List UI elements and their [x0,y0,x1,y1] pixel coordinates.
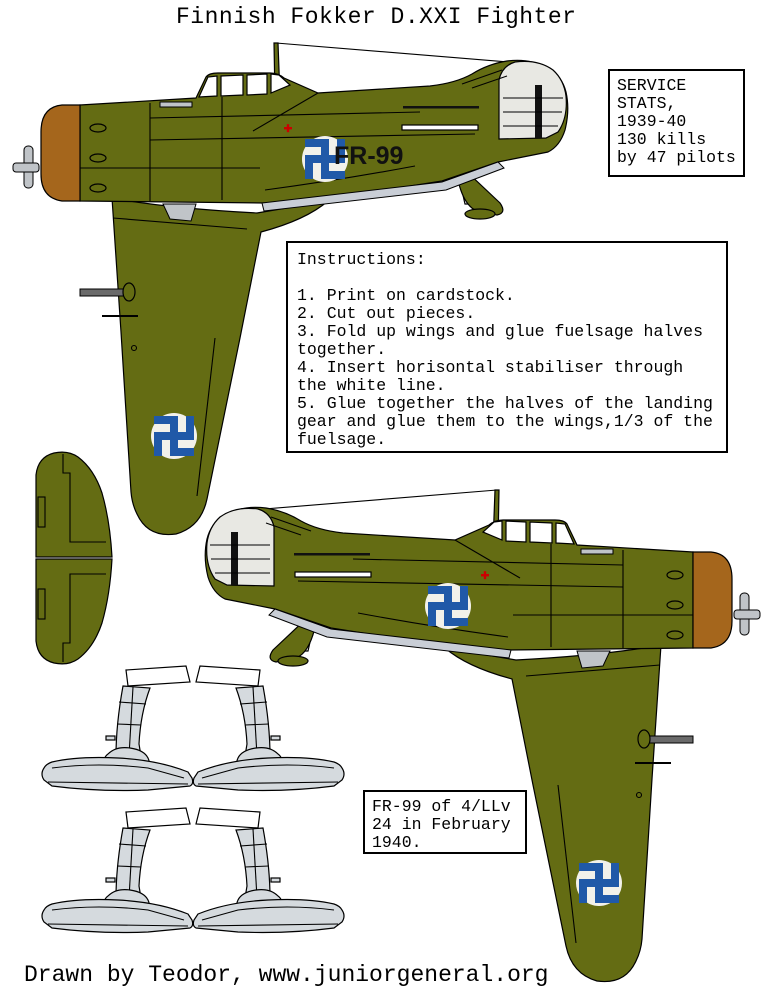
horizontal-stabilizer-piece [35,451,113,665]
plane-side-view-left: FR-99 [12,42,569,536]
instructions-box: Instructions: 1. Print on cardstock. 2. … [286,241,728,453]
ski-landing-gear-piece-2 [42,808,344,933]
credit-line: Drawn by Teodor, www.juniorgeneral.org [24,962,549,988]
finnish-roundel-icon [428,586,468,626]
ski-landing-gear-piece-1 [42,666,344,791]
aircraft-code: FR-99 [334,142,403,170]
finnish-roundel-icon [154,416,194,456]
page-title: Finnish Fokker D.XXI Fighter [176,4,577,30]
caption-box: FR-99 of 4/LLv 24 in February 1940. [363,790,527,854]
service-stats-box: SERVICE STATS, 1939-40 130 kills by 47 p… [608,69,745,177]
finnish-roundel-icon [579,863,619,903]
